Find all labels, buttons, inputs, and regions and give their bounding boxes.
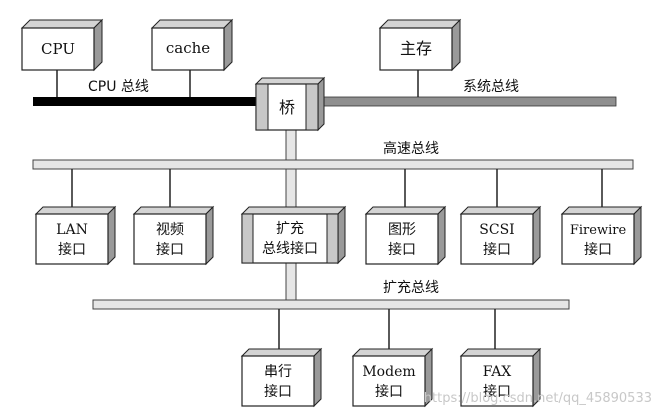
scsi-interface-line2: 接口 — [483, 241, 511, 258]
expansion-bus-interface-line2: 总线接口 — [262, 240, 318, 257]
main-memory-box: 主存 — [378, 18, 462, 72]
modem-interface-box: Modem 接口 — [351, 347, 434, 408]
graphics-interface-line1: 图形 — [388, 222, 416, 238]
modem-interface-line1: Modem — [362, 364, 415, 380]
expansion-bus-stem — [285, 262, 297, 301]
watermark: https://blog.csdn.net/qq_45890533 — [424, 391, 652, 406]
modem-interface-line2: 接口 — [375, 383, 403, 400]
system-bus-label: 系统总线 — [463, 79, 519, 95]
expansion-bus-interface-box: 扩充 总线接口 — [240, 205, 347, 265]
cache-box: cache — [150, 18, 234, 72]
expansion-bus — [92, 299, 570, 310]
expansion-stem-top — [285, 168, 297, 212]
graphics-interface-box: 图形 接口 — [364, 205, 447, 266]
cpu-bus — [33, 97, 258, 106]
cpu-box: CPU — [20, 18, 104, 72]
serial-interface-box: 串行 接口 — [240, 347, 323, 408]
serial-interface-line1: 串行 — [264, 364, 292, 380]
graphics-interface-line2: 接口 — [388, 241, 416, 258]
video-interface-line1: 视频 — [156, 222, 184, 238]
video-interface-line2: 接口 — [156, 241, 184, 258]
scsi-interface-line1: SCSI — [479, 222, 514, 238]
high-speed-bus — [32, 159, 634, 170]
lan-interface-line1: LAN — [56, 222, 88, 238]
firewire-interface-line1: Firewire — [570, 223, 627, 238]
expansion-bus-interface-line1: 扩充 — [276, 221, 304, 237]
high-speed-bus-label: 高速总线 — [383, 140, 439, 157]
expansion-bus-label: 扩充总线 — [383, 280, 439, 296]
bridge-box: 桥 — [254, 76, 326, 132]
firewire-interface-line2: 接口 — [584, 241, 612, 258]
system-bus — [319, 96, 617, 107]
cpu-bus-label: CPU 总线 — [88, 79, 149, 95]
fax-interface-box: FAX 接口 — [459, 347, 542, 408]
main-memory-box-label: 主存 — [400, 39, 432, 58]
scsi-interface-box: SCSI 接口 — [459, 205, 542, 266]
cache-box-label: cache — [166, 39, 210, 57]
video-interface-box: 视频 接口 — [132, 205, 215, 266]
bridge-box-label: 桥 — [279, 98, 295, 117]
firewire-interface-box: Firewire 接口 — [560, 205, 643, 266]
cpu-box-label: CPU — [41, 40, 75, 58]
fax-interface-line2: 接口 — [483, 383, 511, 400]
lan-interface-box: LAN 接口 — [34, 205, 117, 266]
fax-interface-line1: FAX — [483, 364, 512, 380]
serial-interface-line2: 接口 — [264, 383, 292, 400]
bridge-stem — [285, 129, 297, 161]
lan-interface-line2: 接口 — [58, 241, 86, 258]
